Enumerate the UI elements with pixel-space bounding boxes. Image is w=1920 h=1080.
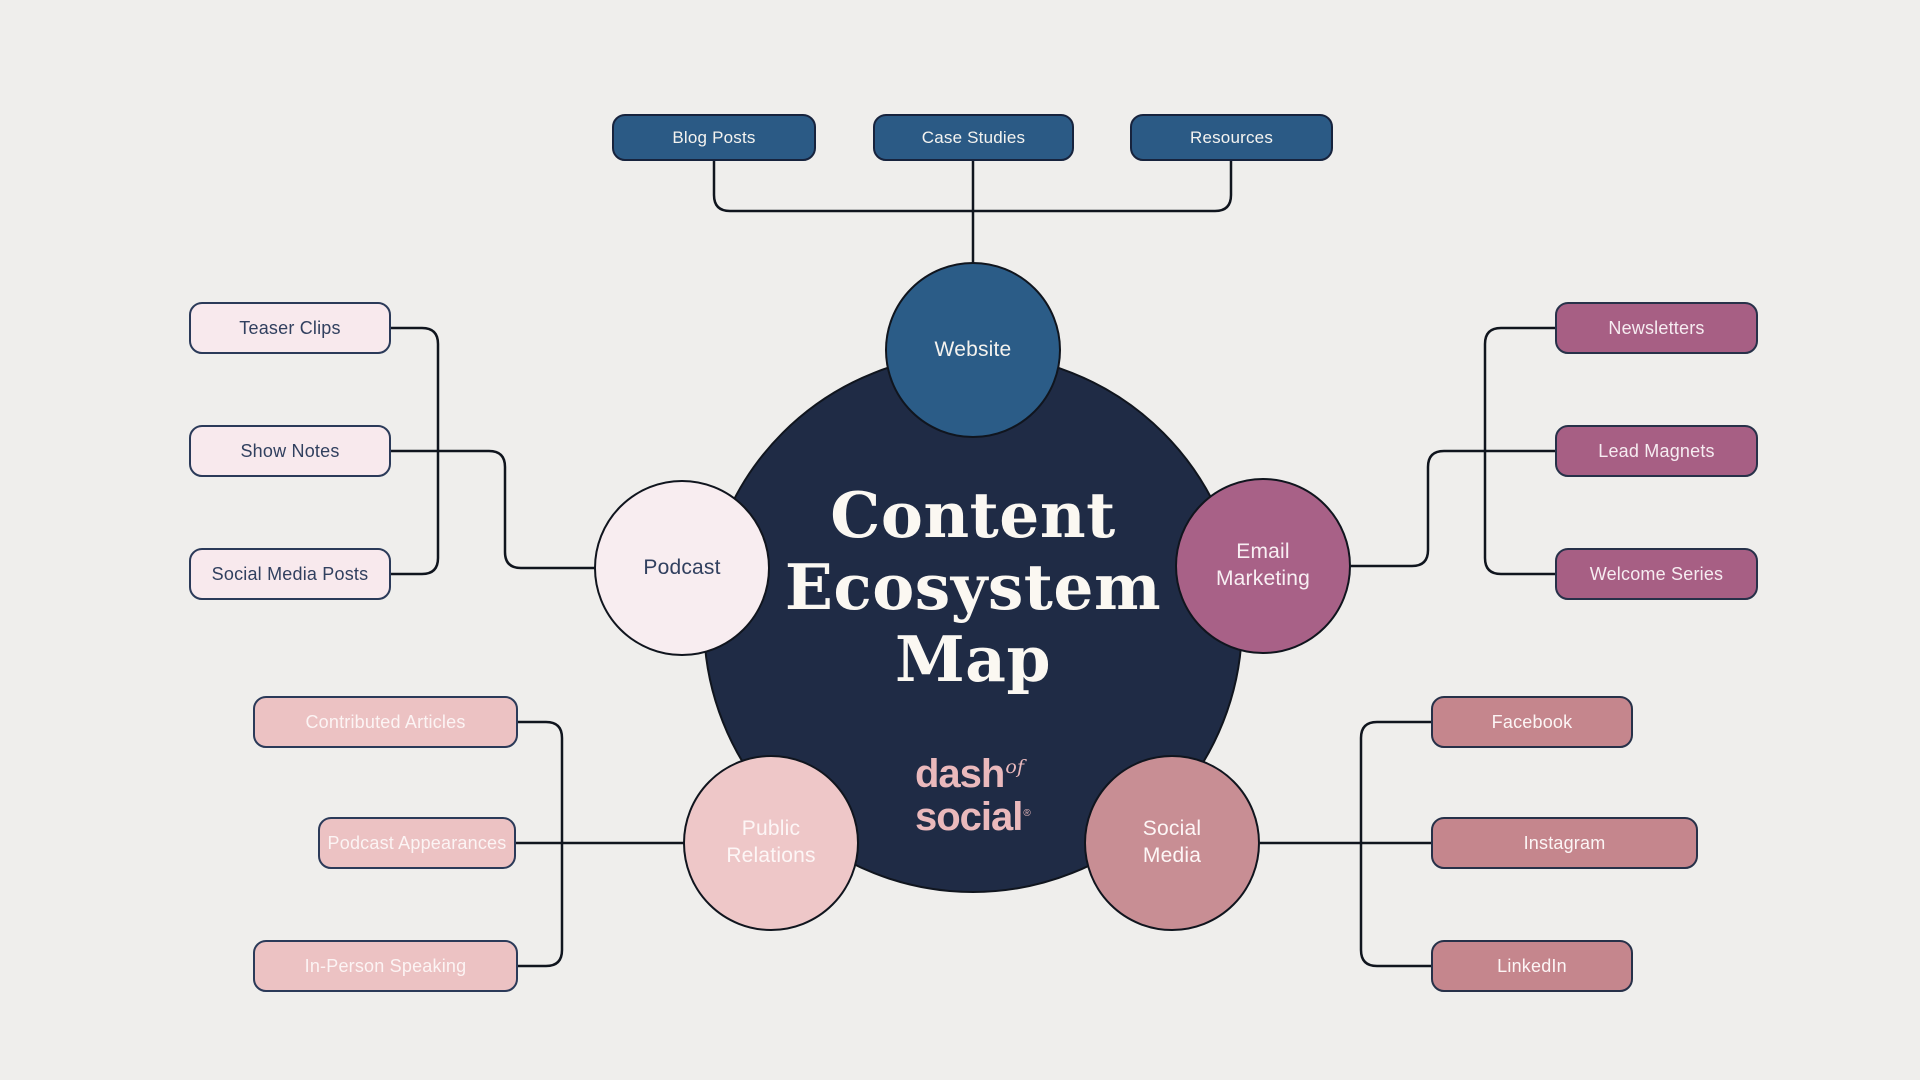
logo-line-1: dashof — [915, 751, 1031, 797]
leaf-box-case-studies: Case Studies — [873, 114, 1074, 161]
leaf-box-facebook: Facebook — [1431, 696, 1633, 748]
leaf-box-contributed-articles: Contributed Articles — [253, 696, 518, 748]
leaf-box-resources: Resources — [1130, 114, 1333, 161]
logo-text: dashof social® — [915, 751, 1031, 840]
leaf-label-blog-posts: Blog Posts — [672, 127, 756, 147]
leaf-box-lead-magnets: Lead Magnets — [1555, 425, 1758, 477]
leaf-label-lead-magnets: Lead Magnets — [1598, 440, 1715, 461]
logo-word-dash: dash — [915, 752, 1005, 796]
leaf-label-linkedin: LinkedIn — [1497, 955, 1567, 976]
leaf-box-podcast-appearances: Podcast Appearances — [318, 817, 516, 869]
title-line-1: Content — [830, 478, 1116, 552]
leaf-label-case-studies: Case Studies — [921, 127, 1026, 147]
leaf-box-linkedin: LinkedIn — [1431, 940, 1633, 992]
node-label-social-line2: Media — [1142, 844, 1202, 867]
leaf-label-teaser-clips: Teaser Clips — [239, 317, 341, 338]
logo-word-social: social — [915, 795, 1023, 839]
node-circle-website: Website — [885, 262, 1061, 438]
leaf-label-newsletters: Newsletters — [1608, 317, 1705, 338]
leaf-label-resources: Resources — [1189, 127, 1274, 147]
node-circle-social-media: Social Media — [1084, 755, 1260, 931]
leaf-label-social-media-posts: Social Media Posts — [211, 563, 369, 584]
diagram-title: Content Ecosystem Map — [705, 479, 1241, 695]
leaf-label-show-notes: Show Notes — [240, 440, 340, 461]
node-label-email-line1: Email — [1236, 540, 1290, 564]
leaf-box-newsletters: Newsletters — [1555, 302, 1758, 354]
node-label-podcast: Podcast — [643, 555, 721, 579]
leaf-label-in-person-speaking: In-Person Speaking — [304, 955, 467, 976]
connector-email-stem — [1351, 449, 1555, 568]
logo-registered-mark: ® — [1023, 808, 1031, 819]
leaf-box-social-media-posts: Social Media Posts — [189, 548, 391, 600]
leaf-box-instagram: Instagram — [1431, 817, 1698, 869]
title-line-3: Map — [894, 622, 1052, 696]
node-label-pr-line1: Public — [741, 817, 801, 841]
leaf-box-teaser-clips: Teaser Clips — [189, 302, 391, 354]
leaf-label-podcast-appearances: Podcast Appearances — [327, 832, 507, 853]
connector-podcast-stem — [391, 449, 596, 570]
dash-of-social-logo: dashof social® — [705, 751, 1241, 840]
logo-line-2: social® — [915, 797, 1031, 840]
leaf-label-welcome-series: Welcome Series — [1589, 563, 1724, 584]
node-circle-podcast: Podcast — [594, 480, 770, 656]
leaf-box-blog-posts: Blog Posts — [612, 114, 816, 161]
node-label-website: Website — [934, 337, 1012, 361]
node-label-pr-line2: Relations — [726, 844, 816, 867]
node-circle-email-marketing: Email Marketing — [1175, 478, 1351, 654]
node-circle-public-relations: Public Relations — [683, 755, 859, 931]
leaf-label-facebook: Facebook — [1491, 711, 1573, 732]
title-line-2: Ecosystem — [784, 550, 1162, 624]
node-label-email-line2: Marketing — [1215, 567, 1310, 590]
leaf-box-welcome-series: Welcome Series — [1555, 548, 1758, 600]
leaf-box-in-person-speaking: In-Person Speaking — [253, 940, 518, 992]
leaf-label-contributed-articles: Contributed Articles — [305, 711, 466, 732]
leaf-box-show-notes: Show Notes — [189, 425, 391, 477]
node-label-social-line1: Social — [1142, 817, 1202, 841]
logo-word-of: of — [1005, 756, 1025, 778]
leaf-label-instagram: Instagram — [1523, 832, 1606, 853]
